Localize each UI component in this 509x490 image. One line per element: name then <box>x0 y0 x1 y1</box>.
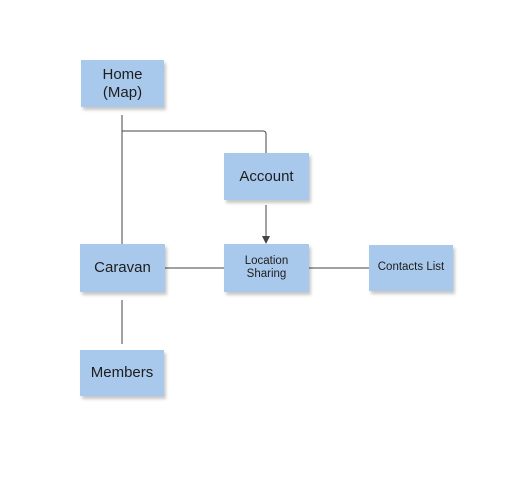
node-account: Account <box>224 153 309 200</box>
node-location-sharing: Location Sharing <box>224 244 309 292</box>
node-contacts-list: Contacts List <box>369 245 453 291</box>
node-members: Members <box>80 350 164 396</box>
connector-home-account <box>122 130 267 153</box>
node-home-map: Home (Map) <box>81 60 164 107</box>
node-caravan: Caravan <box>80 244 165 292</box>
